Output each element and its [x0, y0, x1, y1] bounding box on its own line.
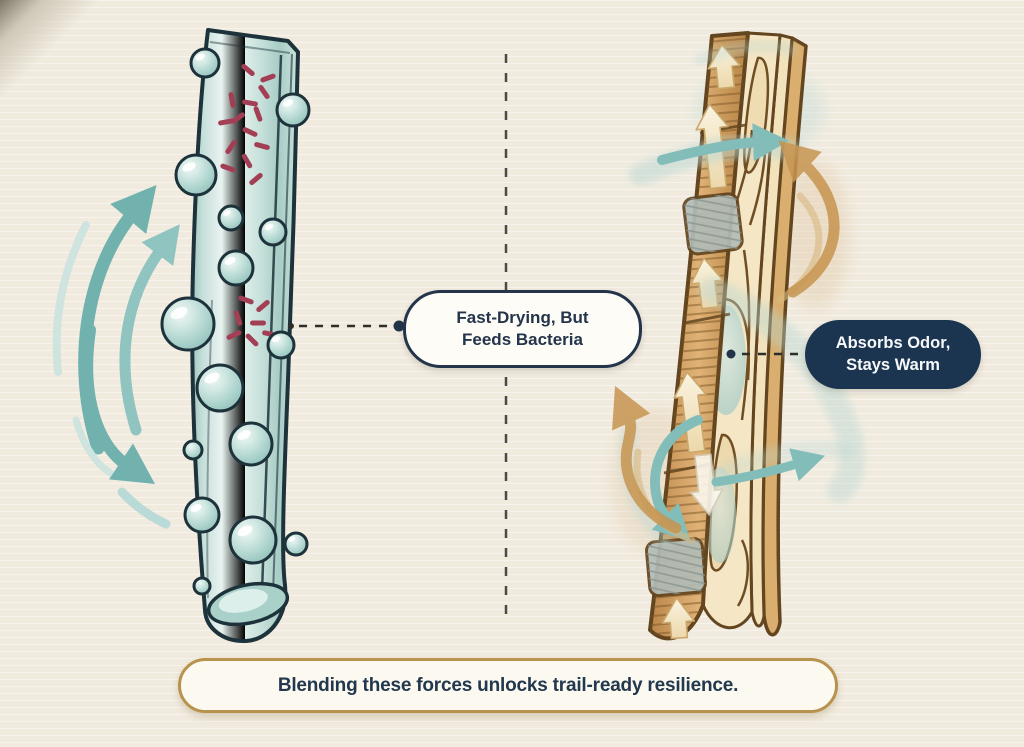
bacteria-rod-icon [228, 92, 236, 108]
water-droplet-icon [228, 515, 278, 565]
bacteria-rod-icon [260, 73, 276, 83]
airflow-down-arrow-icon [81, 324, 155, 484]
bacteria-rod-icon [249, 172, 263, 186]
page-corner-fold [0, 0, 170, 140]
water-droplet-icon [174, 153, 218, 197]
bacteria-rod-icon [220, 163, 236, 173]
synthetic-fiber-callout: Fast-Drying, But Feeds Bacteria [403, 290, 642, 368]
water-droplet-icon [195, 363, 245, 413]
airflow-arc-faint [52, 221, 90, 376]
water-droplet-icon [217, 249, 255, 287]
water-droplet-icon [192, 576, 212, 596]
right-callout-connector [726, 349, 802, 359]
warmth-arrow-icon [778, 140, 840, 298]
connector-dot-icon [393, 320, 405, 332]
water-droplet-icon [217, 204, 245, 232]
moisture-wicking-arrow-icon [661, 597, 696, 640]
bacteria-rod-icon [242, 127, 258, 137]
water-droplet-icon [283, 531, 309, 557]
callout-line: Fast-Drying, But [456, 307, 589, 327]
airflow-arrows-left [52, 185, 180, 529]
bacteria-rod-icon [233, 310, 243, 326]
left-callout-connector [288, 320, 405, 332]
water-droplet-icon [160, 296, 216, 352]
water-droplet-icon [258, 217, 288, 247]
banner-text: Blending these forces unlocks trail-read… [277, 674, 739, 696]
tube-inner-line [206, 299, 213, 599]
bacteria-rod-icon [218, 118, 234, 126]
airflow-up-arrow-icon [119, 224, 180, 436]
wool-fiber-figure [610, 31, 865, 641]
warmth-arrow-icon [612, 385, 682, 534]
bacteria-rod-icon [242, 99, 258, 107]
droplet-highlights [170, 53, 296, 542]
bacteria-rod-icon [254, 142, 270, 150]
water-droplet-icon [189, 47, 221, 79]
scale-band [645, 536, 707, 598]
callout-line: Stays Warm [846, 355, 940, 374]
airflow-right-arrow-icon [711, 448, 826, 487]
airflow-arc-faint [117, 487, 171, 529]
bacteria-rod-icon [245, 333, 259, 347]
bacteria-cluster-upper [218, 63, 276, 186]
warmth-arrows [612, 140, 840, 544]
airflow-arrows-right [650, 123, 826, 542]
moisture-wicking-arrow-icon [673, 371, 707, 454]
synthetic-fiber-tube [190, 28, 300, 644]
airflow-down-arrow-icon [650, 415, 703, 542]
bacteria-rod-icon [258, 84, 270, 100]
connector-dot-icon [726, 349, 736, 359]
water-droplet-icon [183, 496, 221, 534]
airflow-arc-faint [72, 416, 116, 478]
callout-line: Absorbs Odor, [835, 333, 951, 352]
bacteria-rod-icon [253, 106, 263, 122]
airflow-right-arrow-icon [657, 123, 789, 165]
moisture-down-arrow-icon [689, 453, 724, 517]
bacteria-rod-icon [250, 320, 266, 326]
connector-dot-icon [288, 323, 294, 329]
bacteria-rod-icon [238, 295, 254, 305]
bacteria-rod-icon [256, 299, 270, 313]
callout-line: Feeds Bacteria [462, 330, 583, 349]
water-droplet-icon [228, 421, 274, 467]
water-droplet-icon [266, 330, 296, 360]
bacteria-rod-icon [230, 112, 246, 124]
bacteria-rod-icon [241, 153, 253, 169]
bacteria-rod-icon [225, 139, 237, 155]
scale-band [682, 192, 744, 256]
conclusion-banner: Blending these forces unlocks trail-read… [178, 658, 838, 713]
synthetic-fiber-figure [52, 28, 405, 644]
bacteria-rod-icon [226, 330, 242, 340]
water-droplet-icon [182, 439, 204, 461]
wool-fiber-callout: Absorbs Odor, Stays Warm [805, 320, 981, 389]
water-droplet-icon [275, 92, 311, 128]
tube-bottom-opening [206, 581, 290, 627]
tube-top-face-line [209, 41, 291, 54]
bacteria-rod-icon [241, 63, 255, 77]
